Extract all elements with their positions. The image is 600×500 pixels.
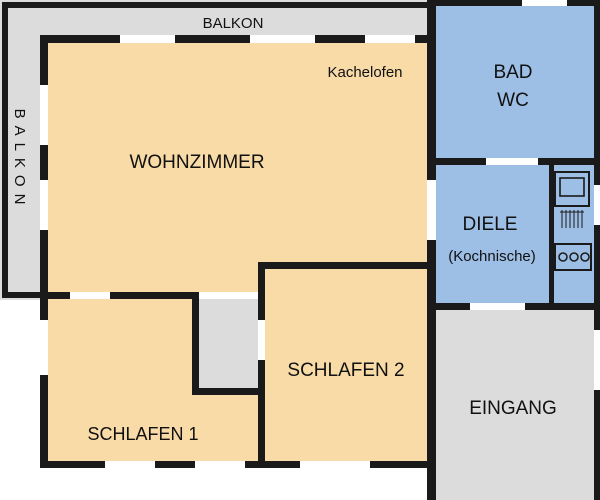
window-left-3 bbox=[40, 320, 48, 375]
label-wc: WC bbox=[497, 90, 529, 111]
window-right-eingang bbox=[594, 330, 600, 390]
window-top-3 bbox=[365, 35, 415, 43]
label-diele: DIELE bbox=[463, 214, 518, 235]
wall-schlafen2-west bbox=[258, 262, 265, 468]
label-balkon-left: BALKON bbox=[11, 109, 28, 212]
balcony-outline-left bbox=[2, 2, 8, 298]
label-schlafen1: SCHLAFEN 1 bbox=[87, 424, 198, 444]
wall-outer-top bbox=[40, 35, 431, 43]
door-eingang bbox=[470, 303, 525, 310]
window-bottom-1 bbox=[105, 461, 155, 468]
stove-icon bbox=[554, 243, 592, 271]
balcony-outline-top bbox=[2, 2, 428, 8]
label-kachelofen: Kachelofen bbox=[327, 64, 402, 81]
window-right-diele bbox=[594, 185, 600, 225]
wall-corridor-south bbox=[192, 388, 262, 395]
wall-corridor-west bbox=[192, 292, 199, 395]
openings bbox=[40, 0, 600, 468]
label-bad: BAD bbox=[493, 62, 532, 83]
window-bad bbox=[522, 0, 567, 6]
label-balkon-top: BALKON bbox=[203, 15, 264, 32]
label-kochnische: (Kochnische) bbox=[448, 248, 536, 265]
wall-kitchen bbox=[549, 162, 554, 306]
room-floors bbox=[42, 0, 600, 500]
room-labels: BALKON BALKON Kachelofen BAD WC WOHNZIMM… bbox=[11, 15, 557, 444]
door-schlafen2 bbox=[258, 320, 265, 360]
wall-outer-left bbox=[40, 35, 48, 468]
window-left-1 bbox=[40, 85, 48, 145]
oven-icon bbox=[554, 171, 590, 228]
label-schlafen2: SCHLAFEN 2 bbox=[287, 360, 404, 381]
label-wohnzimmer: WOHNZIMMER bbox=[129, 152, 264, 173]
door-corridor bbox=[199, 292, 258, 299]
corridor-floor bbox=[196, 298, 258, 390]
balcony-area bbox=[0, 0, 428, 300]
wall-wohn-schlafen2 bbox=[258, 262, 431, 269]
window-top-1 bbox=[120, 35, 175, 43]
svg-text:BALKON: BALKON bbox=[11, 109, 28, 212]
wall-east-main bbox=[427, 0, 436, 500]
door-wohn-schlafen1 bbox=[70, 292, 110, 299]
kitchen-appliances bbox=[554, 171, 592, 271]
wall-far-right bbox=[594, 0, 600, 500]
wall-wohn-schlafen1 bbox=[40, 292, 262, 299]
window-top-2 bbox=[250, 35, 315, 43]
window-bottom-2 bbox=[195, 461, 245, 468]
wall-top-right bbox=[431, 0, 600, 6]
eingang-floor bbox=[428, 306, 600, 500]
window-left-2 bbox=[40, 180, 48, 230]
label-eingang: EINGANG bbox=[469, 398, 557, 419]
wohnzimmer-floor bbox=[42, 40, 428, 298]
bad-floor bbox=[428, 0, 600, 162]
window-bottom-3 bbox=[300, 461, 370, 468]
schlafen2-floor bbox=[262, 265, 428, 463]
door-bad bbox=[486, 158, 538, 165]
door-wohn-diele bbox=[427, 180, 436, 240]
balcony-outline-bottom bbox=[2, 292, 42, 298]
